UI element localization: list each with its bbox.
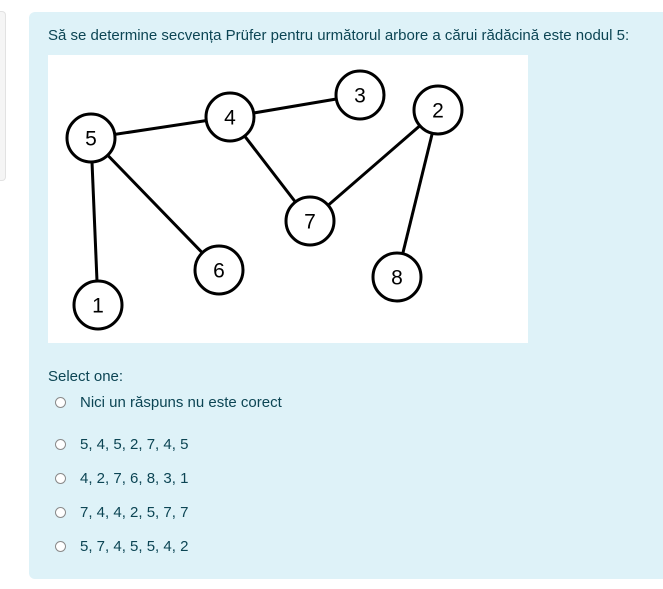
node-1: 1 xyxy=(72,279,124,331)
answer-option[interactable]: Nici un răspuns nu este corect xyxy=(55,391,282,413)
option-label: 5, 7, 4, 5, 5, 4, 2 xyxy=(80,537,189,555)
node-7: 7 xyxy=(284,195,336,247)
node-label: 8 xyxy=(391,267,403,290)
radio-button[interactable] xyxy=(55,438,66,450)
node-circle xyxy=(334,69,386,121)
question-text: Să se determine secvența Prüfer pentru u… xyxy=(48,27,630,44)
tree-graph: 5 4 3 2 7 6 8 1 xyxy=(65,69,464,331)
node-label: 3 xyxy=(354,85,366,108)
node-2: 2 xyxy=(412,84,464,136)
radio-button[interactable] xyxy=(55,472,66,484)
node-label: 5 xyxy=(85,128,97,151)
left-panel-edge xyxy=(0,11,6,181)
node-label: 7 xyxy=(304,211,316,234)
node-3: 3 xyxy=(334,69,386,121)
radio-button[interactable] xyxy=(55,396,66,408)
edge-2-8 xyxy=(395,109,440,278)
tree-figure: 5 4 3 2 7 6 8 1 xyxy=(48,55,528,343)
node-4: 4 xyxy=(204,91,256,143)
node-5: 5 xyxy=(65,112,117,164)
node-6: 6 xyxy=(193,244,245,296)
node-circle xyxy=(72,279,124,331)
option-label: 4, 2, 7, 6, 8, 3, 1 xyxy=(80,469,189,487)
node-8: 8 xyxy=(371,251,423,303)
edge-5-1 xyxy=(89,137,100,306)
radio-button[interactable] xyxy=(55,506,66,518)
select-one-label: Select one: xyxy=(48,368,124,385)
edge-5-6 xyxy=(89,136,221,272)
answer-option[interactable]: 4, 2, 7, 6, 8, 3, 1 xyxy=(55,467,188,489)
node-circle xyxy=(371,251,423,303)
node-label: 4 xyxy=(224,107,236,130)
option-label: 5, 4, 5, 2, 7, 4, 5 xyxy=(80,435,189,453)
radio-button[interactable] xyxy=(55,540,66,552)
node-circle xyxy=(65,112,117,164)
option-label: Nici un răspuns nu este corect xyxy=(80,393,282,411)
question-panel: Să se determine secvența Prüfer pentru u… xyxy=(29,12,663,579)
node-label: 6 xyxy=(213,260,225,283)
answer-option[interactable]: 5, 4, 5, 2, 7, 4, 5 xyxy=(55,433,188,455)
node-circle xyxy=(204,91,256,143)
answer-option[interactable]: 5, 7, 4, 5, 5, 4, 2 xyxy=(55,535,188,557)
node-circle xyxy=(193,244,245,296)
option-label: 7, 4, 4, 2, 5, 7, 7 xyxy=(80,503,189,521)
answer-option[interactable]: 7, 4, 4, 2, 5, 7, 7 xyxy=(55,501,188,523)
node-circle xyxy=(412,84,464,136)
node-label: 1 xyxy=(92,295,104,318)
node-circle xyxy=(284,195,336,247)
node-label: 2 xyxy=(432,100,444,123)
edge-7-2 xyxy=(309,108,439,223)
